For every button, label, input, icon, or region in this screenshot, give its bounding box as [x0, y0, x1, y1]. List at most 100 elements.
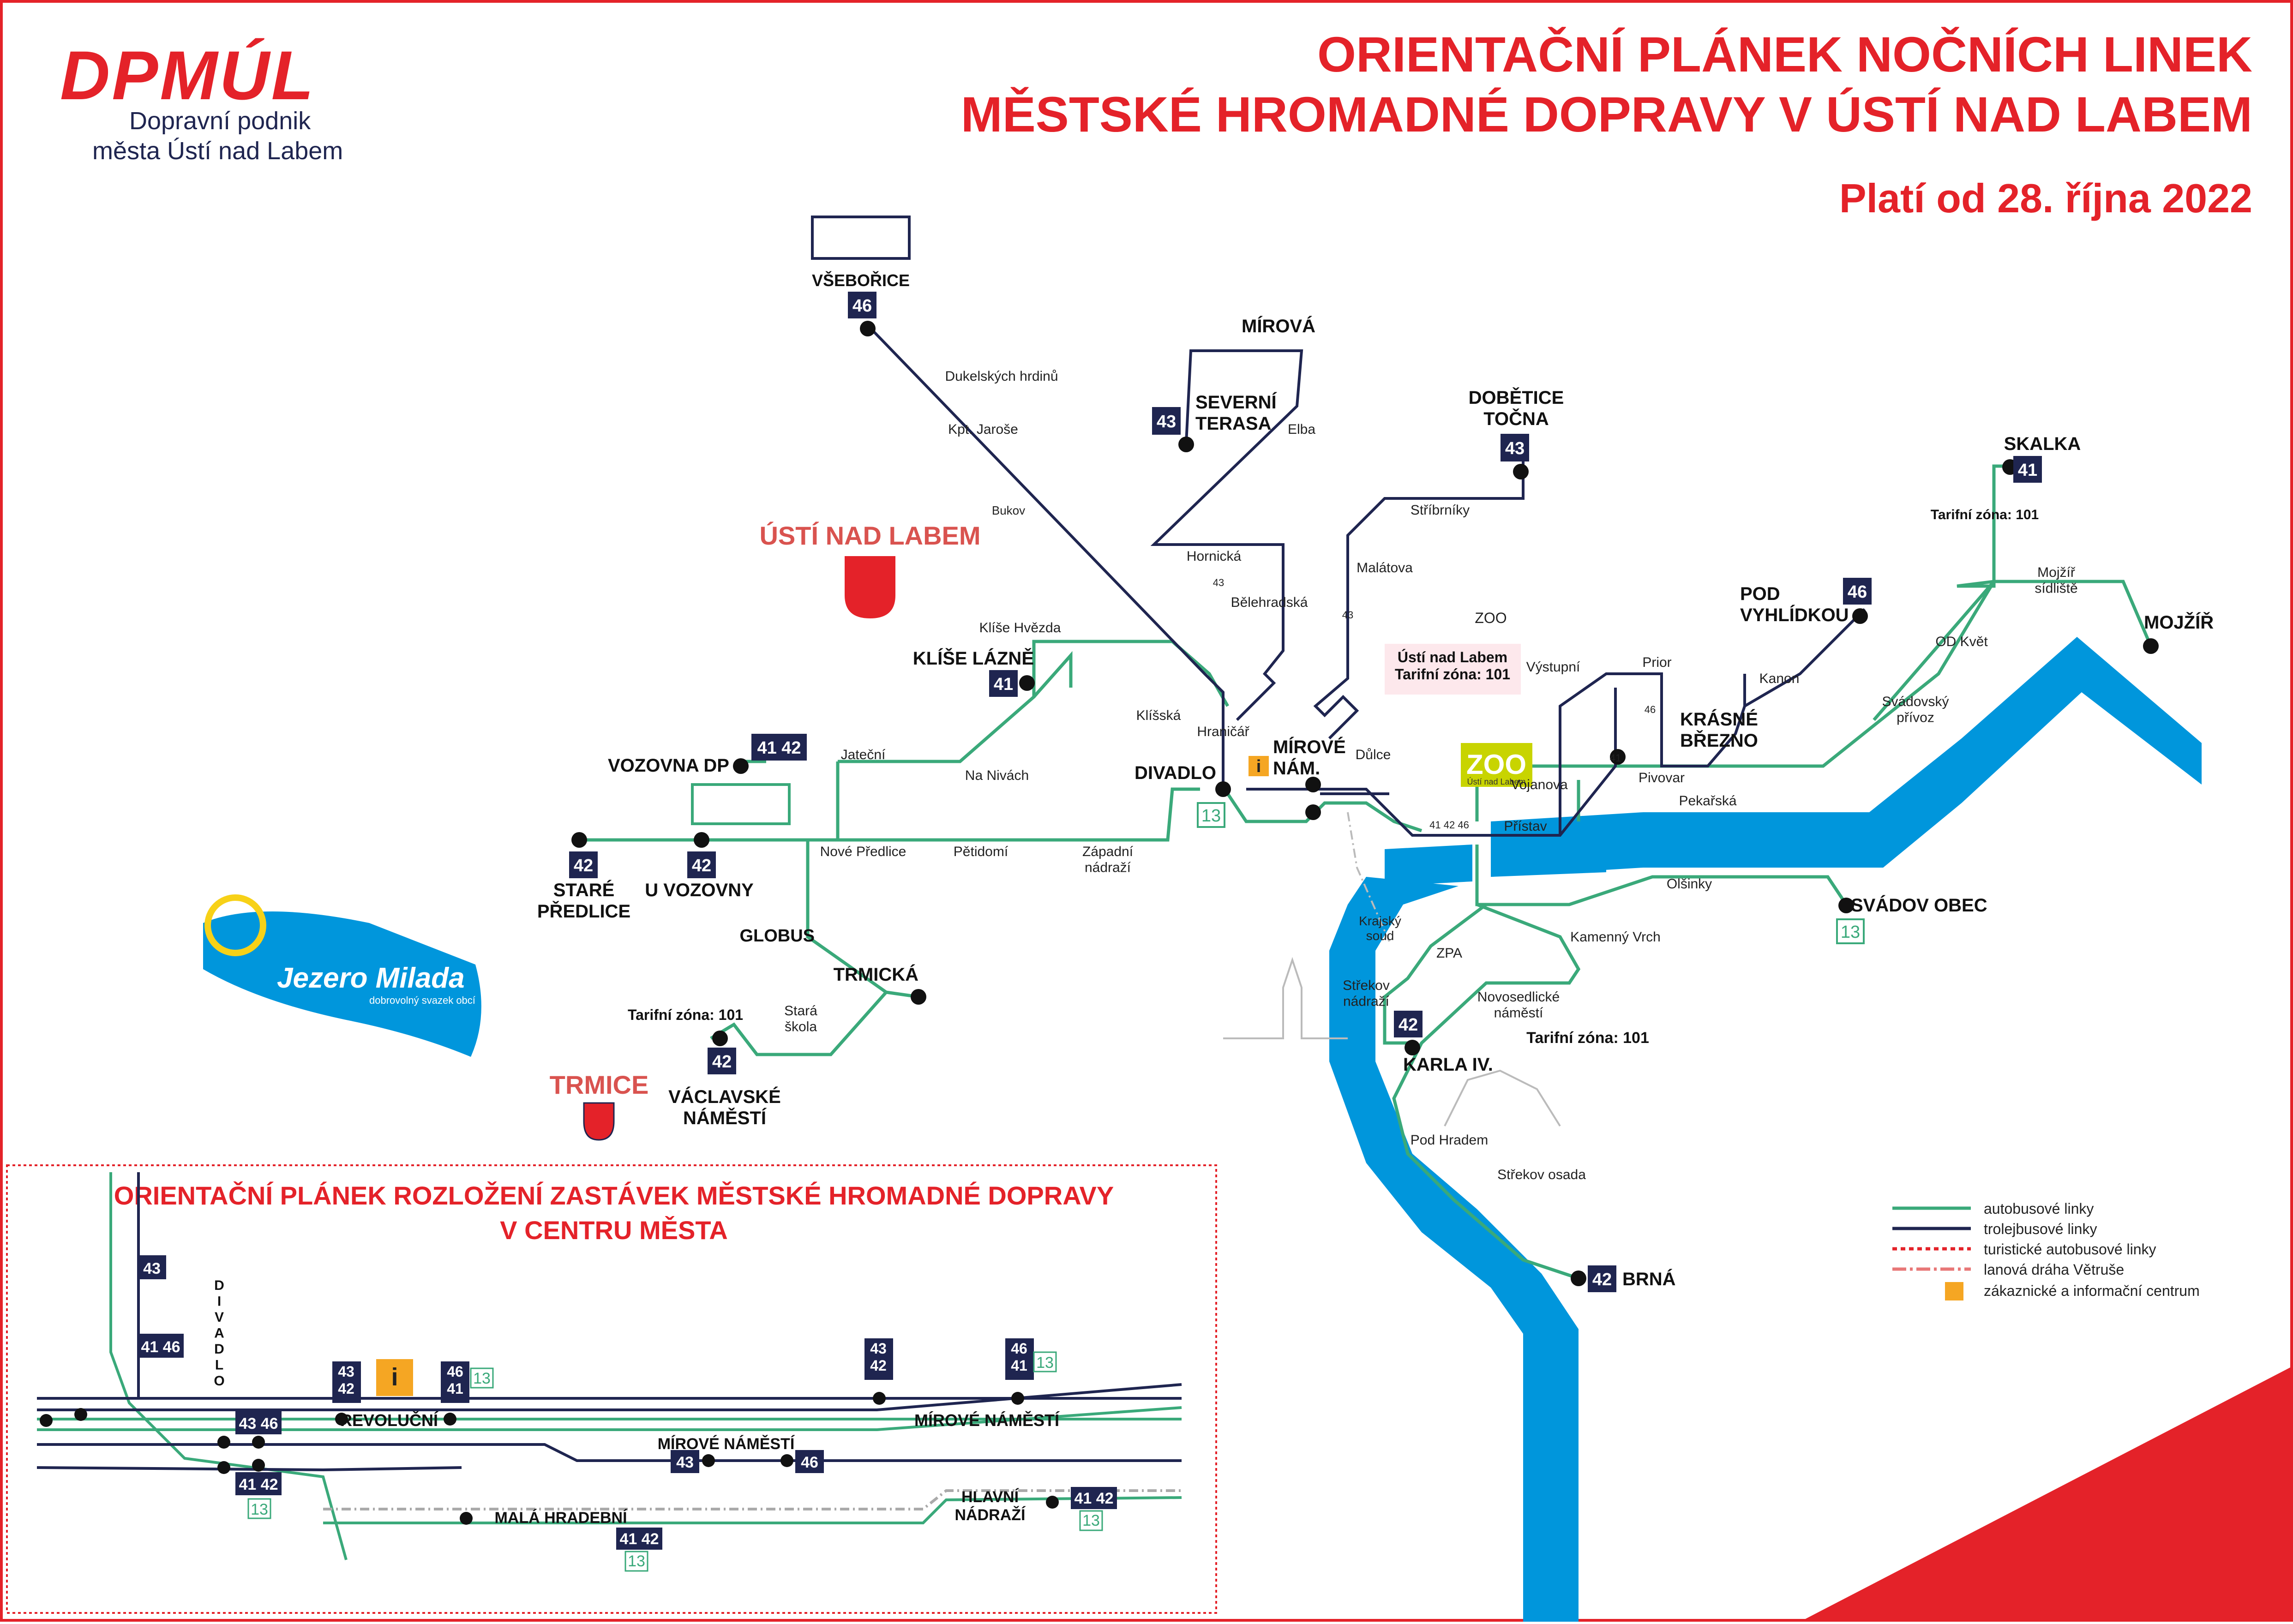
- small-n43: 43: [1213, 577, 1224, 588]
- lake-sub: dobrovolný svazek obcí: [369, 995, 475, 1006]
- svg-text:Ústí nad Labem: Ústí nad Labem: [1467, 777, 1525, 786]
- streets-pekarska: Pekařská: [1679, 793, 1736, 809]
- small-n414246: 41 42 46: [1429, 819, 1469, 831]
- stops-brna: BRNÁ: [1622, 1269, 1676, 1289]
- badge-41-42: 41 42: [757, 738, 801, 758]
- streets-mojzir_sidliste: Mojžíř: [2037, 565, 2076, 580]
- info-icon: i: [1256, 757, 1261, 776]
- title-line1: ORIENTAČNÍ PLÁNEK NOČNÍCH LINEK: [1317, 26, 2252, 82]
- streets-krajsky: Krajský: [1359, 914, 1401, 928]
- stops-vaclavske: VÁCLAVSKÉ: [668, 1086, 781, 1107]
- coat-of-arms-trmice-icon: [583, 1102, 615, 1141]
- svg-text:41 46: 41 46: [141, 1338, 180, 1356]
- streets-jatecni: Jateční: [841, 747, 886, 762]
- tariff-zone: Tarifní zóna: 101: [1526, 1029, 1649, 1047]
- stops-svadov: SVÁDOV OBEC: [1851, 895, 1987, 916]
- badge-43: 43: [1157, 412, 1176, 431]
- zoo-logo: ZOO Ústí nad Labem: [1461, 743, 1532, 787]
- svg-text:43: 43: [676, 1454, 694, 1471]
- streets-mojzir_sidliste: sídliště: [2035, 581, 2077, 596]
- streets-prior: Prior: [1642, 655, 1671, 670]
- badge-43: 43: [1505, 439, 1525, 458]
- corner-triangle: [1800, 1366, 2293, 1622]
- inset-badges-i4641b: 41: [1011, 1357, 1027, 1374]
- stops-mirova: MÍROVÁ: [1242, 316, 1315, 336]
- badge-42: 42: [1399, 1015, 1418, 1035]
- inset-badges-i4641b: 46: [1011, 1340, 1027, 1357]
- town-usti: ÚSTÍ NAD LABEM: [759, 521, 980, 550]
- lake-name: Jezero Milada: [277, 962, 465, 994]
- badge-41: 41: [994, 675, 1013, 694]
- svg-text:41 42: 41 42: [1074, 1490, 1113, 1507]
- streets-elba: Elba: [1288, 422, 1315, 437]
- streets-novosedlicke: Novosedlické: [1477, 989, 1560, 1005]
- inset-mala: MALÁ HRADEBNÍ: [494, 1509, 628, 1527]
- streets-dukelskych: Dukelských hrdinů: [945, 369, 1058, 384]
- badge-42: 42: [1592, 1270, 1612, 1289]
- stops-pod_vyhlidkou: POD: [1740, 584, 1780, 604]
- river-elbe: [1329, 637, 2202, 1622]
- badge-46: 46: [852, 296, 872, 316]
- small-n43: 43: [1342, 609, 1353, 621]
- tariff-center: Tarifní zóna: 101: [1395, 666, 1510, 683]
- logo-line2: města Ústí nad Labem: [92, 137, 343, 165]
- streets-vojanova: Vojanova: [1511, 777, 1568, 792]
- streets-svadovsky: přívoz: [1897, 710, 1934, 725]
- streets-kamenny: Kamenný Vrch: [1570, 929, 1661, 945]
- title-line2: MĚSTSKÉ HROMADNÉ DOPRAVY V ÚSTÍ NAD LABE…: [961, 86, 2252, 142]
- svg-text:43 46: 43 46: [239, 1415, 278, 1432]
- streets-kanon: Kanon: [1759, 671, 1800, 686]
- streets-pristav: Přístav: [1504, 819, 1547, 834]
- stops-mirove_nam: NÁM.: [1273, 758, 1320, 779]
- streets-malatova: Malátova: [1357, 560, 1413, 575]
- tariff-zone: Tarifní zóna: 101: [1931, 507, 2039, 522]
- streets-stara_skola: Stará: [784, 1003, 817, 1019]
- streets-novosedlicke: náměstí: [1494, 1006, 1543, 1021]
- badge-13: 13: [1201, 806, 1221, 826]
- inset-divadlo: O: [214, 1373, 224, 1389]
- legend-cable: lanová dráha Větruše: [1984, 1261, 2124, 1278]
- stops-dobetice: DOBĚTICE: [1469, 387, 1564, 408]
- legend-info: zákaznické a informační centrum: [1984, 1282, 2200, 1299]
- streets-petidomi: Pětidomí: [954, 844, 1008, 859]
- zoo-label: ZOO: [1475, 610, 1507, 626]
- badge-46: 46: [1848, 582, 1867, 602]
- badge-42: 42: [712, 1052, 732, 1072]
- stops-dobetice: TOČNA: [1483, 408, 1549, 429]
- validity-date: Platí od 28. října 2022: [1839, 175, 2252, 221]
- logo-wordmark: DPMÚL: [60, 36, 315, 114]
- coat-of-arms-usti-icon: [845, 556, 895, 618]
- stops-stare_predlice: STARÉ: [553, 880, 615, 900]
- streets-na_nivach: Na Nivách: [965, 768, 1029, 783]
- stops-klise_lazne: KLÍŠE LÁZNĚ: [913, 647, 1034, 669]
- legend-tourist: turistické autobusové linky: [1984, 1241, 2156, 1258]
- inset-divadlo: D: [214, 1278, 224, 1293]
- svg-text:41 42: 41 42: [239, 1476, 278, 1493]
- inset-revolucni: REVOLUČNÍ: [340, 1410, 438, 1430]
- streets-dulce: Důlce: [1356, 747, 1391, 762]
- stops-vseborice: VŠEBOŘICE: [812, 270, 910, 290]
- inset-title-2: V CENTRU MĚSTA: [500, 1216, 728, 1245]
- inset-divadlo: I: [217, 1294, 221, 1309]
- logo-line1: Dopravní podnik: [129, 107, 311, 135]
- streets-strekov_nadrazi: Střekov: [1343, 978, 1390, 993]
- inset-center: ORIENTAČNÍ PLÁNEK ROZLOŽENÍ ZASTÁVEK MĚS…: [6, 1164, 1217, 1614]
- stops-karla: KARLA IV.: [1403, 1055, 1493, 1075]
- svg-text:41 42: 41 42: [619, 1530, 659, 1548]
- stops-vaclavske: NÁMĚSTÍ: [683, 1107, 767, 1128]
- line-badges: 46 43 43 41 46 41 41 42 42 42 42 42 42 1…: [569, 292, 2042, 1292]
- legend-bus: autobusové linky: [1984, 1200, 2094, 1217]
- inset-hlavni: HLAVNÍ: [961, 1488, 1020, 1506]
- streets-hornicka: Hornická: [1187, 549, 1242, 564]
- stops-vozovna_dp: VOZOVNA DP: [608, 755, 729, 776]
- streets-olsinky: Olšinky: [1667, 876, 1712, 892]
- stops-mirove_nam: MÍROVÉ: [1273, 737, 1346, 757]
- svg-text:13: 13: [628, 1552, 645, 1570]
- inset-divadlo: L: [215, 1358, 223, 1373]
- inset-badges-i4641a: 46: [447, 1363, 463, 1380]
- streets-klise_hvezda: Klíše Hvězda: [979, 620, 1061, 635]
- tariff-box: [1385, 644, 1521, 695]
- stops-severni_terasa: SEVERNÍ: [1195, 392, 1277, 413]
- inset-badges-i4342a: 42: [338, 1380, 354, 1397]
